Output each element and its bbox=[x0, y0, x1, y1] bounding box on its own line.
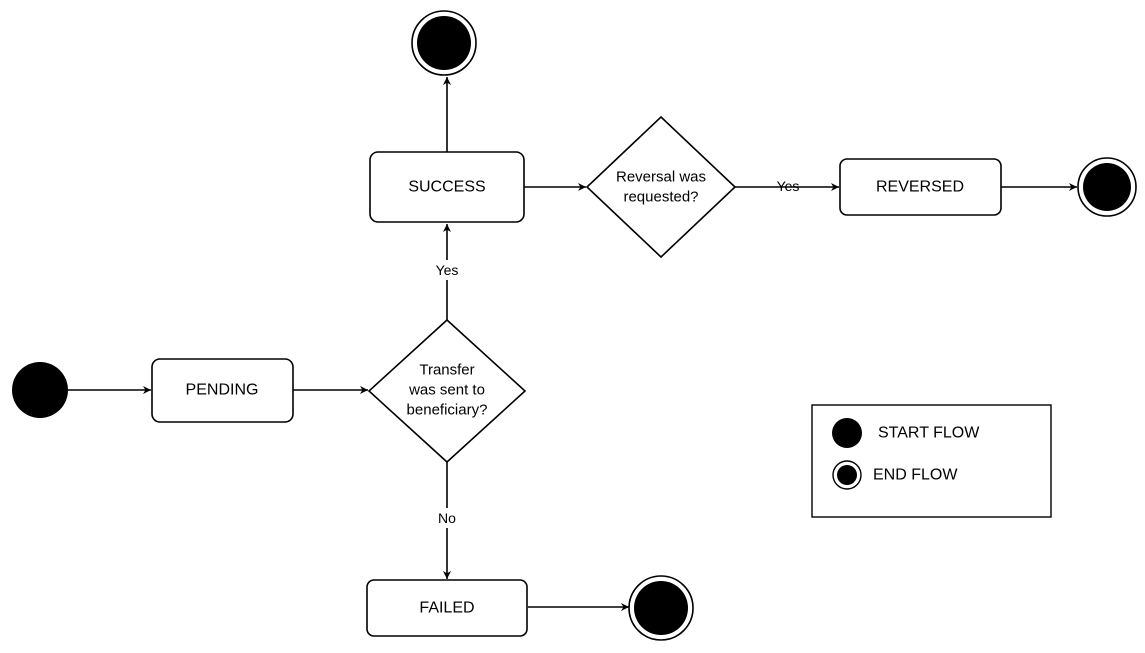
edge-label-transfer-no: No bbox=[438, 510, 456, 526]
decision-transfer-line-2: was sent to bbox=[408, 382, 485, 399]
decision-transfer-line-1: Transfer bbox=[419, 362, 474, 379]
edge-label-reversal-yes: Yes bbox=[777, 178, 800, 194]
state-success: SUCCESS bbox=[369, 151, 525, 223]
decision-reversal-line-1: Reversal was bbox=[616, 169, 706, 186]
end-node-top bbox=[411, 10, 477, 76]
start-node bbox=[12, 362, 68, 418]
state-success-label: SUCCESS bbox=[408, 179, 485, 196]
decision-transfer-sent: Transfer was sent to beneficiary? bbox=[367, 318, 527, 464]
decision-reversal-line-2: requested? bbox=[623, 189, 698, 206]
state-reversed-label: REVERSED bbox=[876, 179, 964, 196]
state-reversed: REVERSED bbox=[839, 158, 1002, 216]
legend-start-label: START FLOW bbox=[878, 425, 980, 442]
state-failed-label: FAILED bbox=[419, 600, 474, 617]
edge-label-transfer-yes: Yes bbox=[436, 262, 459, 278]
state-failed: FAILED bbox=[366, 579, 528, 637]
decision-reversal-requested: Reversal was requested? bbox=[585, 115, 737, 259]
legend-end-symbol bbox=[832, 460, 862, 490]
state-pending: PENDING bbox=[151, 358, 294, 423]
end-node-bottom bbox=[628, 575, 694, 641]
legend: START FLOW END FLOW bbox=[811, 404, 1052, 518]
legend-end-label: END FLOW bbox=[873, 467, 958, 484]
state-pending-label: PENDING bbox=[186, 382, 259, 399]
decision-transfer-line-3: beneficiary? bbox=[407, 402, 488, 419]
legend-start-symbol bbox=[832, 418, 862, 448]
end-node-right bbox=[1077, 157, 1137, 217]
